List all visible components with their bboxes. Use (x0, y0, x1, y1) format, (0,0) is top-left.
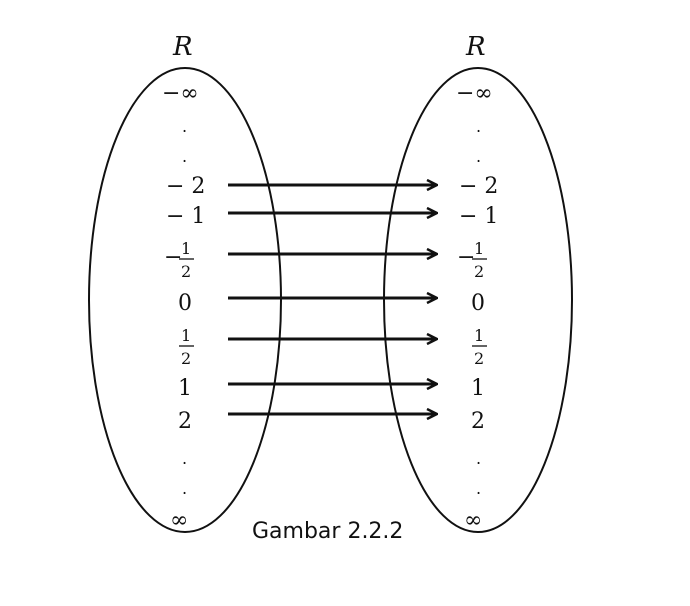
codomain-set-label: R (465, 32, 486, 62)
codomain-ellipsis-dot: . (476, 449, 481, 468)
domain-neg-infinity: −∞ (162, 81, 199, 106)
codomain-elem-half: 1 2 (472, 326, 487, 368)
fraction-numerator: 1 (474, 326, 484, 345)
fraction-numerator: 1 (181, 326, 191, 345)
domain-elements: −∞ . . − 2 − 1 − 1 2 0 1 2 1 2 . . ∞ (162, 81, 205, 533)
codomain-elem-one: 1 (471, 376, 485, 401)
domain-elem-half: 1 2 (179, 326, 194, 368)
mapping-arrows (228, 185, 437, 414)
codomain-elements: −∞ . . − 2 − 1 − 1 2 0 1 2 1 2 . . ∞ (456, 81, 498, 533)
codomain-ellipsis-dot: . (476, 479, 481, 498)
fraction-denominator: 2 (181, 349, 191, 368)
fraction-denominator: 2 (181, 262, 191, 281)
domain-ellipsis-dot: . (182, 147, 187, 166)
codomain-elem-two: 2 (471, 409, 485, 434)
codomain-ellipsis-dot: . (476, 117, 481, 136)
fraction-numerator: 1 (181, 239, 191, 258)
codomain-pos-infinity: ∞ (464, 508, 482, 533)
codomain-ellipse (383, 67, 573, 533)
figure-caption: Gambar 2.2.2 (252, 519, 403, 544)
fraction-denominator: 2 (474, 349, 484, 368)
neg-sign: − (164, 245, 182, 270)
fraction-numerator: 1 (474, 239, 484, 258)
domain-elem-neg-half: − 1 2 (164, 239, 194, 281)
fraction-denominator: 2 (474, 262, 484, 281)
domain-elem-zero: 0 (178, 291, 192, 316)
codomain-elem-neg-half: − 1 2 (457, 239, 487, 281)
domain-elem-one: 1 (178, 376, 192, 401)
codomain-ellipsis-dot: . (476, 147, 481, 166)
domain-ellipsis-dot: . (182, 449, 187, 468)
codomain-elem-neg-one: − 1 (459, 204, 498, 229)
domain-ellipsis-dot: . (182, 479, 187, 498)
domain-set-label: R (172, 32, 193, 62)
domain-elem-two: 2 (178, 409, 192, 434)
codomain-elem-neg-two: − 2 (459, 174, 498, 199)
codomain-elem-zero: 0 (471, 291, 485, 316)
codomain-neg-infinity: −∞ (456, 81, 493, 106)
domain-elem-neg-two: − 2 (166, 174, 205, 199)
domain-ellipsis-dot: . (182, 117, 187, 136)
domain-ellipse (88, 67, 282, 533)
domain-pos-infinity: ∞ (170, 508, 188, 533)
domain-elem-neg-one: − 1 (166, 204, 205, 229)
neg-sign: − (457, 245, 475, 270)
